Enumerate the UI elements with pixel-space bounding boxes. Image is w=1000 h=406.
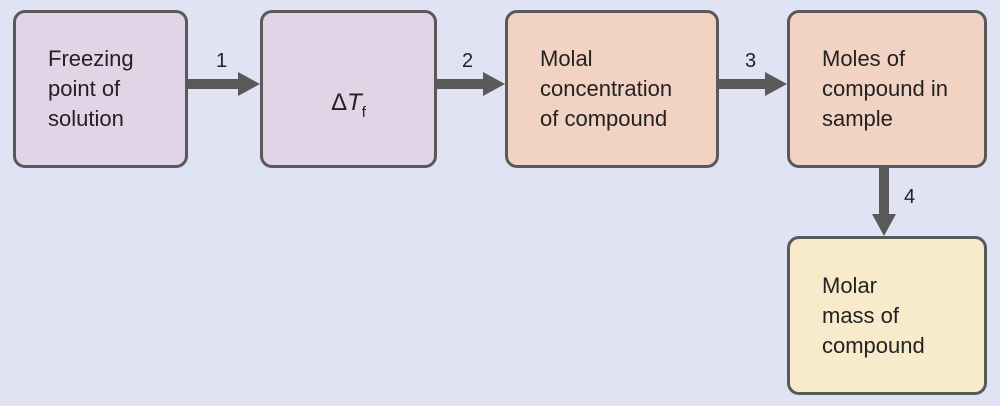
molar-mass-label: Molar mass of compound [822, 272, 925, 358]
delta-symbol: Δ [331, 89, 348, 116]
delta-variable: T [347, 89, 362, 116]
arrow-step-3 [719, 72, 787, 96]
molal-concentration-label: Molal concentration of compound [540, 46, 673, 131]
freezing-point-box: Freezing point of solution [13, 10, 188, 168]
molar-mass-box: Molar mass of compound [787, 236, 987, 395]
delta-subscript: f [361, 104, 366, 121]
moles-of-compound-box: Moles of compound in sample [787, 10, 987, 168]
step-1-label: 1 [216, 50, 228, 72]
step-3-label: 3 [745, 50, 757, 72]
step-2-label: 2 [462, 50, 474, 72]
freezing-point-label: Freezing point of solution [48, 46, 134, 131]
step-4-label: 4 [904, 186, 916, 208]
arrow-step-4 [872, 168, 896, 236]
arrow-step-1 [188, 72, 260, 96]
molal-concentration-box: Molal concentration of compound [505, 10, 719, 168]
moles-of-compound-label: Moles of compound in sample [822, 46, 948, 131]
delta-tf-label: ΔTf [263, 89, 434, 121]
delta-tf-box: ΔTf [260, 10, 437, 168]
arrow-step-2 [437, 72, 505, 96]
